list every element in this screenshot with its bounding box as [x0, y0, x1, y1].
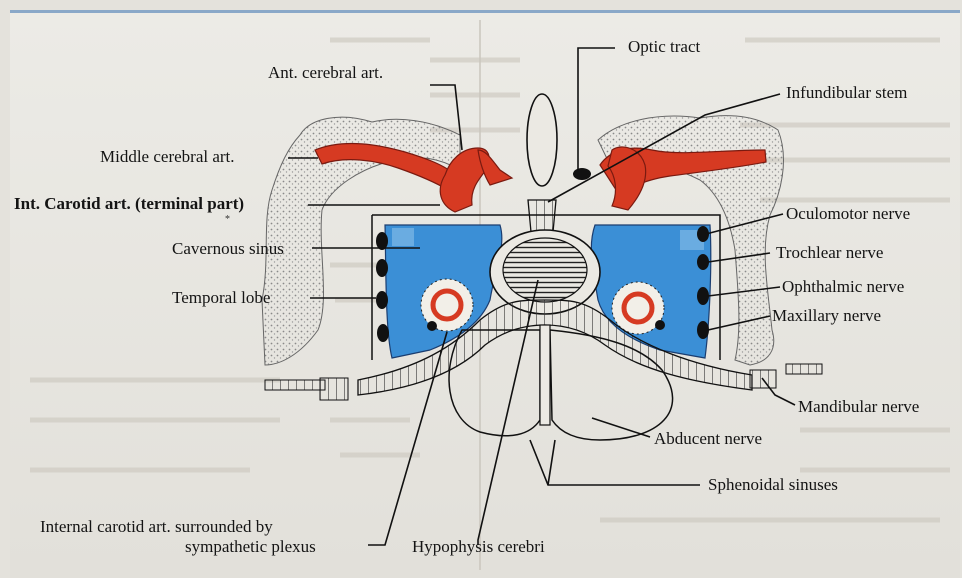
- label-temporal-lobe: Temporal lobe: [172, 289, 270, 306]
- label-infundibular-stem: Infundibular stem: [786, 84, 907, 101]
- label-mandibular-nerve: Mandibular nerve: [798, 398, 919, 415]
- label-internal-carotid-line1: Internal carotid art. surrounded by: [40, 518, 273, 535]
- left-ant-cerebral-artery: [478, 150, 512, 185]
- label-maxillary-nerve: Maxillary nerve: [772, 307, 881, 324]
- right-carotid-loop: [608, 147, 646, 210]
- label-hypophysis-cerebri: Hypophysis cerebri: [412, 538, 545, 555]
- label-middle-cerebral-art: Middle cerebral art.: [100, 148, 235, 165]
- svg-text:*: *: [225, 214, 230, 225]
- label-trochlear-nerve: Trochlear nerve: [776, 244, 883, 261]
- label-ant-cerebral-art: Ant. cerebral art.: [268, 64, 383, 81]
- label-cavernous-sinus: Cavernous sinus: [172, 240, 284, 257]
- label-ophthalmic-nerve: Ophthalmic nerve: [782, 278, 904, 295]
- label-int-carotid-terminal: Int. Carotid art. (terminal part): [14, 195, 244, 212]
- label-sphenoidal-sinuses: Sphenoidal sinuses: [708, 476, 838, 493]
- label-oculomotor-nerve: Oculomotor nerve: [786, 205, 910, 222]
- label-optic-tract: Optic tract: [628, 38, 700, 55]
- optic-chiasma-oval: [527, 94, 557, 186]
- label-abducent-nerve: Abducent nerve: [654, 430, 762, 447]
- optic-tract-dot: [573, 168, 591, 180]
- label-internal-carotid-line2: sympathetic plexus: [185, 538, 316, 555]
- infundibular-stem-shape: [528, 200, 556, 232]
